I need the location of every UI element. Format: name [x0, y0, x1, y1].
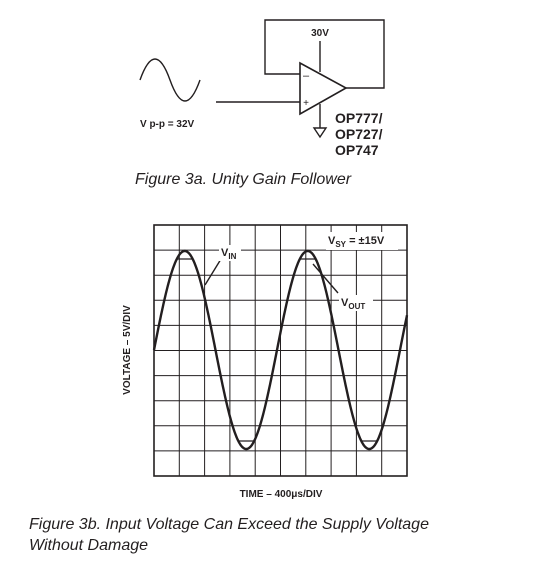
- inverting-input-sign: –: [303, 70, 310, 82]
- part-number-3: OP747: [335, 142, 379, 158]
- y-axis-label: VOLTAGE – 5V/DIV: [122, 305, 133, 395]
- unity-gain-follower-schematic: 30V – + V p-p = 32V OP777/ OP727/ OP747: [139, 19, 385, 158]
- vin-pointer: [204, 258, 222, 286]
- vin-label: VIN: [221, 247, 237, 261]
- vout-pointer: [312, 263, 339, 294]
- scope-frame: [153, 224, 408, 477]
- output-waveform: [153, 258, 408, 442]
- noninverting-input-sign: +: [303, 98, 309, 109]
- supply-rails-label: VSY = ±15V: [328, 235, 385, 249]
- vin-label-bg: [219, 245, 241, 261]
- vout-label-bg: [339, 295, 373, 311]
- figure-3b-caption-line-2: Without Damage: [29, 537, 149, 554]
- scope-grid: [154, 225, 407, 476]
- figure-3a-caption: Figure 3a. Unity Gain Follower: [135, 171, 352, 188]
- oscilloscope-plot: VIN VOUT VSY = ±15V VOLTAGE – 5V/DIV TIM…: [122, 224, 409, 500]
- feedback-wire: [264, 19, 385, 89]
- supply-label-bg: [326, 232, 398, 250]
- ground-symbol: [312, 127, 328, 139]
- part-number-2: OP727/: [335, 126, 383, 142]
- source-amplitude-label: V p-p = 32V: [140, 119, 195, 130]
- sine-source-symbol: [139, 58, 201, 102]
- supply-voltage-label: 30V: [311, 28, 329, 39]
- part-number-1: OP777/: [335, 110, 383, 126]
- figure-3b-caption: Figure 3b. Input Voltage Can Exceed the …: [29, 514, 429, 556]
- vout-label: VOUT: [341, 297, 365, 311]
- figure-3b-caption-line-1: Figure 3b. Input Voltage Can Exceed the …: [29, 516, 429, 533]
- x-axis-label: TIME – 400μs/DIV: [240, 489, 323, 500]
- op-amp-triangle: [299, 61, 348, 116]
